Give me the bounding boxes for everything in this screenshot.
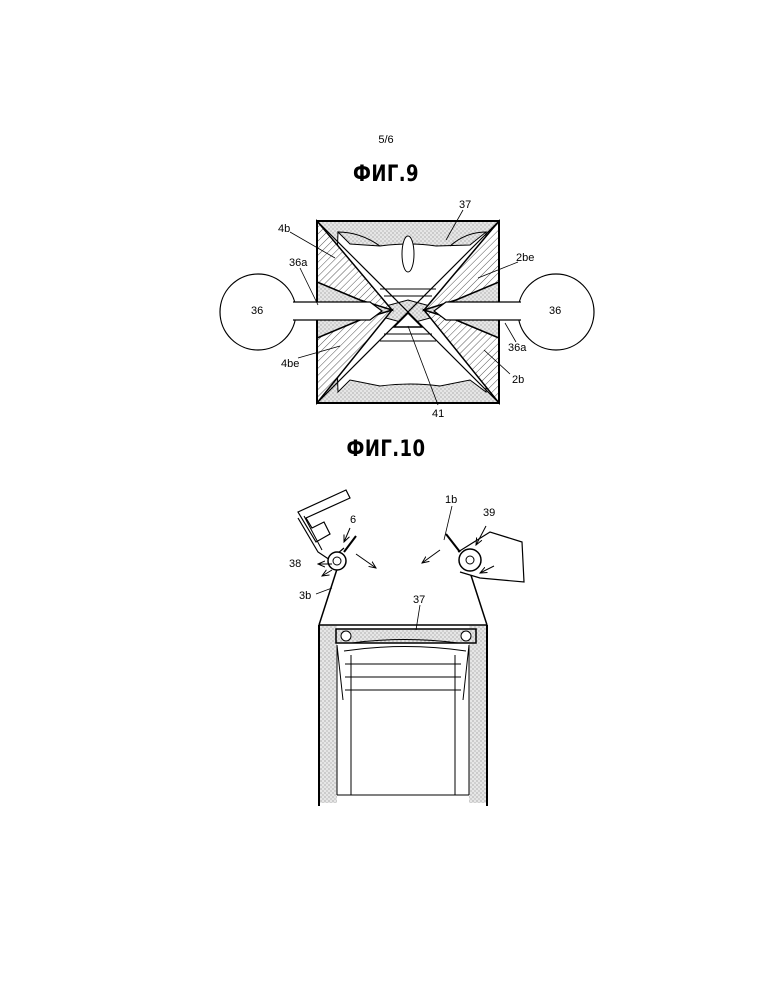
fig9-label-36a-right: 36a — [508, 342, 527, 354]
fig10-housing — [319, 625, 487, 803]
fig10-housing-right-wall — [469, 625, 487, 803]
fig10-label-1b: 1b — [445, 494, 457, 506]
fig9-arm-36a-left — [293, 302, 382, 320]
figure-10-drawing — [298, 490, 524, 806]
fig9-label-37: 37 — [459, 199, 471, 211]
fig10-left-arm — [298, 490, 350, 542]
fig10-label-6: 6 — [350, 514, 356, 526]
figure-9-drawing — [220, 210, 594, 405]
fig9-label-4b: 4b — [278, 223, 290, 235]
fig9-label-2b: 2b — [512, 374, 524, 386]
fig10-label-38: 38 — [289, 558, 301, 570]
fig10-housing-left-wall — [319, 625, 337, 803]
fig10-container-37 — [336, 629, 476, 643]
fig10-label-3b: 3b — [299, 590, 311, 602]
fig9-label-2be: 2be — [516, 252, 534, 264]
fig9-label-36-left: 36 — [251, 305, 263, 317]
fig9-label-36a-left: 36a — [289, 257, 308, 269]
fig9-label-36-right: 36 — [549, 305, 561, 317]
fig9-arm-36a-right — [434, 302, 521, 320]
fig10-film-3b — [319, 566, 338, 625]
fig9-label-41: 41 — [432, 408, 444, 420]
fig9-label-4be: 4be — [281, 358, 299, 370]
fig10-label-39: 39 — [483, 507, 495, 519]
fig10-label-37: 37 — [413, 594, 425, 606]
fig9-oval — [402, 236, 414, 272]
